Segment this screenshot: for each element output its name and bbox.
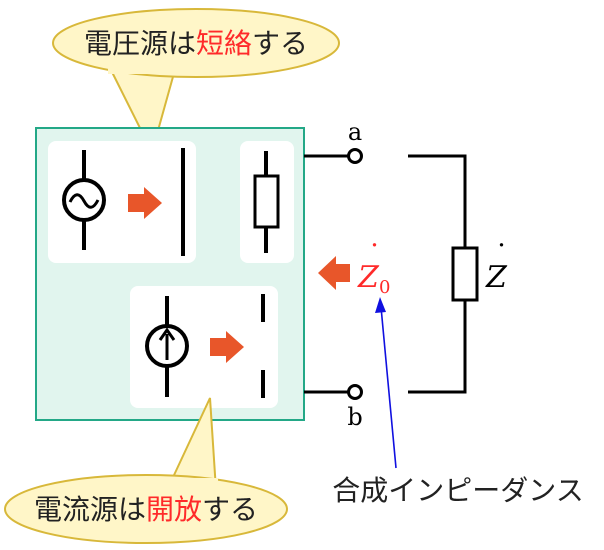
callout-bottom-part-1: 電流源は bbox=[34, 493, 146, 526]
composite-impedance-label: 合成インピーダンス bbox=[332, 474, 583, 507]
z0-dot: ˙ bbox=[367, 239, 382, 274]
load-resistor-icon bbox=[451, 246, 479, 302]
pointer-arrow bbox=[375, 297, 397, 469]
load-impedance-dot: ˙ bbox=[494, 239, 509, 274]
z0-label: Z bbox=[357, 260, 380, 295]
terminal-b-label: b bbox=[347, 403, 362, 431]
load-circuit bbox=[408, 154, 479, 394]
callout-text-top: 電圧源は短絡する bbox=[84, 27, 308, 60]
terminal-a-label: a bbox=[348, 118, 362, 146]
arrow-right-icon bbox=[128, 187, 162, 219]
callout-bubble-top bbox=[52, 8, 340, 78]
callout-top-highlight: 短絡 bbox=[196, 27, 252, 60]
callout-join-top bbox=[108, 62, 178, 74]
terminal-a bbox=[347, 148, 363, 164]
ac-voltage-source-icon bbox=[62, 150, 106, 250]
voltage-source-callout: 電圧源は短絡する bbox=[52, 8, 340, 155]
callout-bottom-part-3: する bbox=[202, 493, 258, 526]
resistor-icon bbox=[253, 151, 280, 253]
arrow-left-icon bbox=[318, 256, 350, 290]
callout-top-part-3: する bbox=[252, 27, 308, 60]
load-impedance-label: Z bbox=[485, 260, 508, 295]
z0-subscript: 0 bbox=[379, 277, 390, 298]
current-source-icon bbox=[145, 296, 189, 397]
callout-top-part-1: 電圧源は bbox=[84, 27, 196, 60]
arrow-right-icon bbox=[210, 331, 244, 363]
current-source-callout: 電流源は開放する bbox=[4, 397, 288, 544]
callout-join-bottom bbox=[166, 478, 218, 492]
terminal-b bbox=[347, 384, 363, 400]
callout-bottom-highlight: 開放 bbox=[146, 493, 202, 526]
callout-text-bottom: 電流源は開放する bbox=[34, 493, 258, 526]
